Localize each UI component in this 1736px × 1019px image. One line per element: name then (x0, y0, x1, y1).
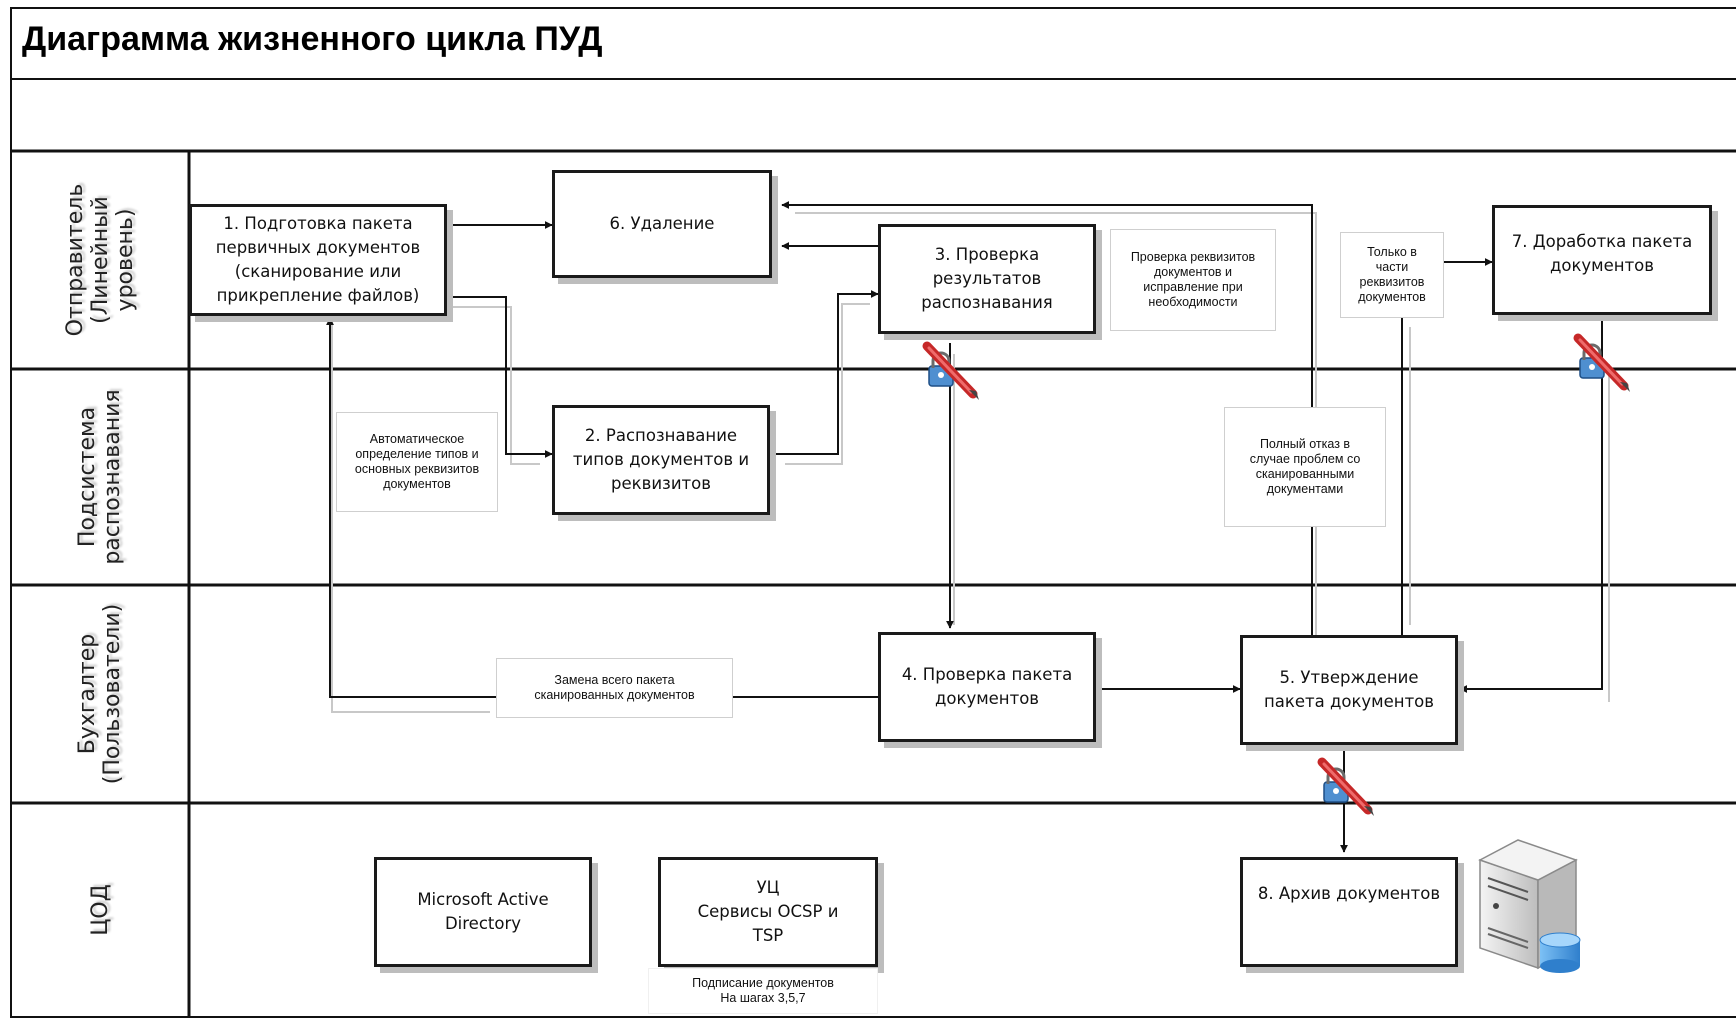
arrow-s1-to-s2 (451, 296, 553, 458)
note-full-rejection: Полный отказ в случае проблем со сканиро… (1224, 407, 1386, 527)
lane-label-accountant: Бухгалтер (Пользователи) (75, 603, 125, 785)
connector-shadows (331, 212, 1610, 713)
step-6-delete[interactable]: 6. Удаление (552, 170, 772, 278)
note-signing-steps: Подписание документов На шагах 3,5,7 (648, 968, 878, 1014)
step-4-check-package[interactable]: 4. Проверка пакета документов (878, 632, 1096, 742)
active-directory-box[interactable]: Microsoft Active Directory (374, 857, 592, 967)
step-7-rework-package[interactable]: 7. Доработка пакета документов (1492, 205, 1712, 315)
lane-label-recognition: Подсистема распознавания (75, 389, 125, 565)
note-auto-detect: Автоматическое определение типов и основ… (336, 412, 498, 512)
step-1-prepare-package[interactable]: 1. Подготовка пакета первичных документо… (189, 204, 447, 316)
pen-lock-icon (922, 341, 979, 400)
page-title: Диаграмма жизненного цикла ПУД (22, 20, 603, 58)
note-only-requisites: Только в части реквизитов документов (1340, 232, 1444, 318)
arrow-s7-to-s5 (1459, 315, 1603, 693)
lane-label-datacenter: ЦОД (87, 884, 113, 936)
lane-label-sender: Отправитель (Линейный уровень) (62, 183, 138, 337)
server-database-icon (1478, 839, 1581, 973)
lane-grid (10, 7, 1736, 1018)
step-3-check-recognition[interactable]: 3. Проверка результатов распознавания (878, 224, 1096, 334)
step-5-approve-package[interactable]: 5. Утверждение пакета документов (1240, 635, 1458, 745)
pen-lock-icon (1317, 757, 1374, 816)
step-2-recognize-types[interactable]: 2. Распознавание типов документов и рекв… (552, 405, 770, 515)
step-8-archive[interactable]: 8. Архив документов (1240, 857, 1458, 967)
arrow-s2-to-s3 (770, 290, 879, 455)
note-replace-package: Замена всего пакета сканированных докуме… (496, 658, 733, 718)
ca-ocsp-tsp-box[interactable]: УЦ Сервисы OCSP и TSP (658, 857, 878, 967)
note-check-requisites: Проверка реквизитов документов и исправл… (1110, 229, 1276, 331)
pen-lock-icon (1573, 333, 1630, 392)
